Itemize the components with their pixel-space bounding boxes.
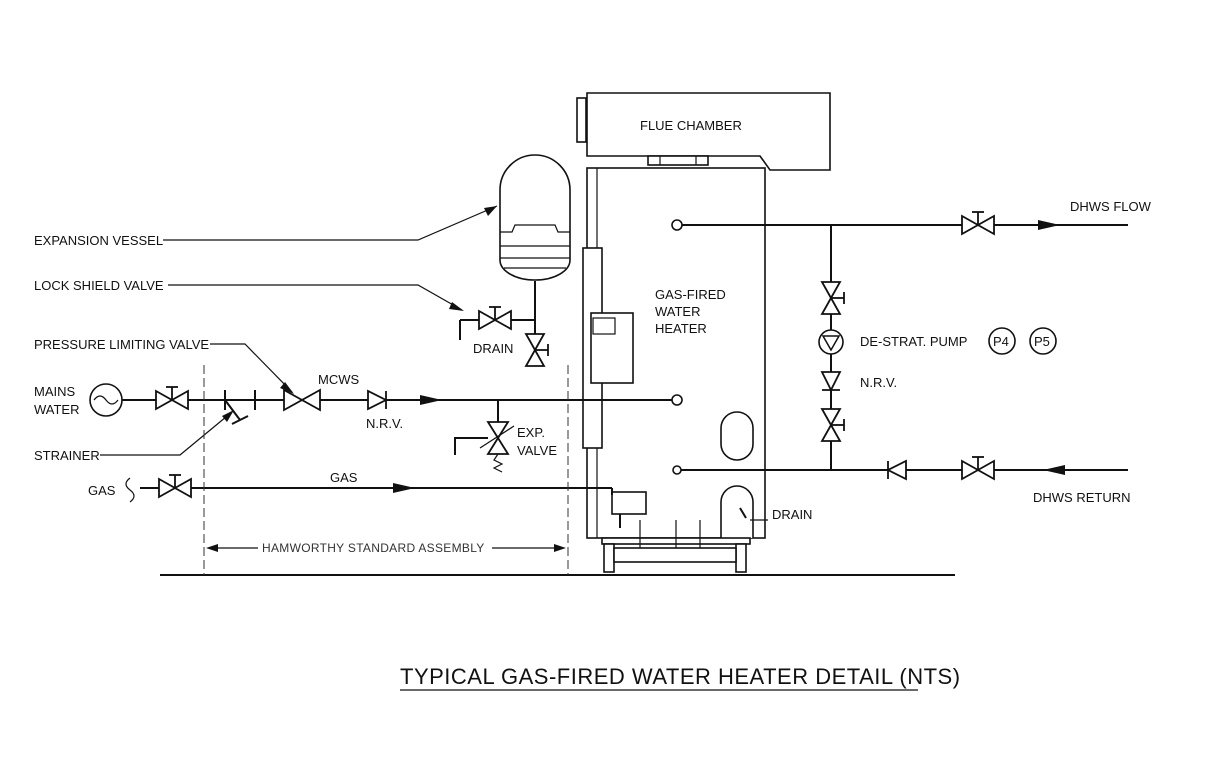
vessel-drain-label: DRAIN xyxy=(473,341,513,356)
strainer-label: STRAINER xyxy=(34,448,100,463)
gas-line-label: GAS xyxy=(330,470,358,485)
heater-label-line3: HEATER xyxy=(655,321,707,336)
p4-label: P4 xyxy=(993,334,1009,349)
lock-shield-valve-leader xyxy=(168,284,463,311)
dhws-return-line xyxy=(672,456,1128,480)
flue-chamber-label: FLUE CHAMBER xyxy=(640,118,742,133)
expansion-vessel-leader xyxy=(163,205,498,241)
destrat-branch xyxy=(818,225,845,470)
mains-water-label-line2: WATER xyxy=(34,402,80,417)
pressure-limiting-valve-leader xyxy=(210,343,293,393)
diagram-title: TYPICAL GAS-FIRED WATER HEATER DETAIL (N… xyxy=(400,664,961,689)
dhws-flow-line xyxy=(671,211,1128,235)
lock-shield-valve-label: LOCK SHIELD VALVE xyxy=(34,278,164,293)
p4-circle xyxy=(988,327,1016,355)
dhws-return-label: DHWS RETURN xyxy=(1033,490,1131,505)
flue-chamber: FLUE CHAMBER xyxy=(576,92,831,171)
exp-valve-label-line2: VALVE xyxy=(517,443,557,458)
expansion-valve xyxy=(454,400,515,473)
water-heater: GAS-FIRED WATER HEATER DRAIN xyxy=(582,167,812,573)
exp-valve-label-line1: EXP. xyxy=(517,425,545,440)
p5-circle xyxy=(1029,327,1057,355)
hamworthy-label: HAMWORTHY STANDARD ASSEMBLY xyxy=(262,541,485,555)
destrat-pump-label: DE-STRAT. PUMP xyxy=(860,334,967,349)
mains-water-label-line1: MAINS xyxy=(34,384,76,399)
pump-nrv-label: N.R.V. xyxy=(860,375,897,390)
heater-drain-label: DRAIN xyxy=(772,507,812,522)
gas-line xyxy=(125,474,613,503)
p5-label: P5 xyxy=(1034,334,1050,349)
heater-label-line2: WATER xyxy=(655,304,701,319)
expansion-vessel xyxy=(459,154,571,367)
mcws-label: MCWS xyxy=(318,372,359,387)
mains-nrv-label: N.R.V. xyxy=(366,416,403,431)
dhws-flow-label: DHWS FLOW xyxy=(1070,199,1152,214)
expansion-vessel-label: EXPANSION VESSEL xyxy=(34,233,163,248)
pressure-limiting-valve-label: PRESSURE LIMITING VALVE xyxy=(34,337,209,352)
mains-water-line xyxy=(89,383,683,425)
gas-supply-label: GAS xyxy=(88,483,116,498)
strainer-leader xyxy=(100,411,233,456)
heater-label-line1: GAS-FIRED xyxy=(655,287,726,302)
hamworthy-assembly-bounds xyxy=(203,365,569,575)
